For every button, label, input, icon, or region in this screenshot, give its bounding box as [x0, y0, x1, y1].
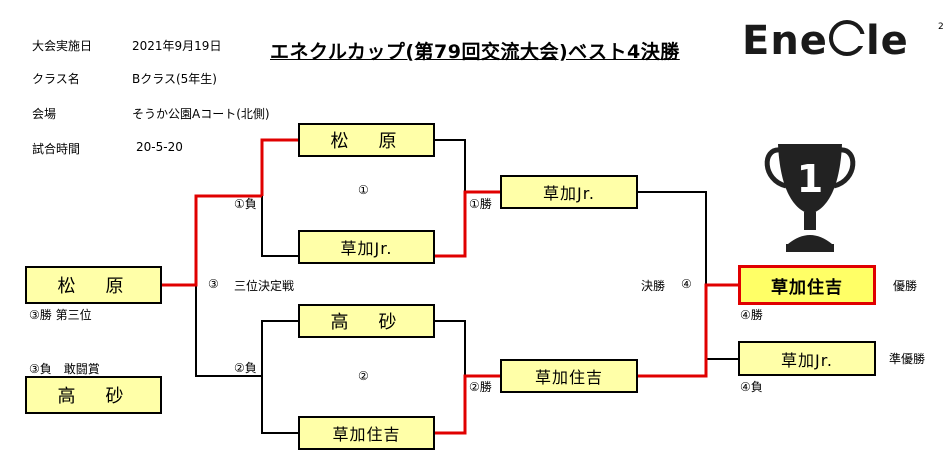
team-box-third-winner: 松 原 [25, 266, 162, 304]
team-box-third-loser: 高 砂 [25, 376, 162, 414]
m2-left-bracket-black [261, 320, 298, 434]
logo-text-start: Ene [742, 18, 828, 64]
team-box-sf2-winner: 草加住吉 [500, 359, 638, 393]
runner-up-title: 準優勝 [889, 352, 926, 366]
team-box-sf2-bottom: 草加住吉 [298, 416, 435, 450]
event-date-value: 2021年9月19日 [132, 39, 222, 53]
final-win-label: ④勝 [740, 308, 763, 322]
final-title: 決勝 [641, 279, 666, 293]
m1-left-bracket-black [261, 139, 298, 257]
match2-lose-label: ②負 [234, 361, 257, 375]
m1-winner-line [435, 190, 500, 258]
class-value: Bクラス(5年生) [132, 72, 217, 86]
event-date-label: 大会実施日 [32, 39, 93, 53]
page-title: エネクルカップ(第79回交流大会)ベスト4決勝 [270, 41, 680, 63]
trophy-number: 1 [797, 157, 823, 201]
match1-lose-label: ①負 [234, 197, 257, 211]
third-winner-line [162, 194, 262, 287]
champion-title: 優勝 [893, 279, 918, 293]
match1-number: ① [358, 183, 369, 197]
third-place-number: ③ [208, 277, 219, 291]
class-label: クラス名 [32, 72, 80, 86]
team-box-sf1-top: 松 原 [298, 123, 435, 157]
team-box-champion: 草加住吉 [738, 265, 876, 305]
match-time-label: 試合時間 [32, 142, 81, 156]
third-place-title: 三位決定戦 [234, 279, 295, 293]
final-winner-line [638, 283, 738, 378]
team-box-runner-up: 草加Jr. [738, 341, 876, 376]
page-corner-number: 2 [938, 22, 944, 32]
final-lose-label: ④負 [740, 380, 763, 394]
logo-text-end: le [865, 18, 909, 64]
venue-value: そうか公園Aコート(北側) [132, 107, 270, 121]
m1-win-line-top [260, 138, 298, 196]
final-number: ④ [681, 277, 692, 291]
m2-right-bracket-black [435, 320, 466, 434]
third-loser-label: ③負 敢闘賞 [29, 362, 100, 376]
trophy-icon: 1 [764, 144, 856, 252]
match2-number: ② [358, 369, 369, 383]
venue-label: 会場 [32, 107, 57, 121]
team-box-sf2-top: 高 砂 [298, 304, 435, 338]
match2-win-label: ②勝 [469, 380, 492, 394]
team-box-sf1-bottom: 草加Jr. [298, 230, 435, 264]
m1-right-bracket [435, 139, 466, 257]
third-winner-label: ③勝 第三位 [29, 308, 92, 322]
match-time-value: 20-5-20 [136, 140, 183, 154]
match1-win-label: ①勝 [469, 197, 492, 211]
logo-ring-icon [828, 20, 866, 56]
team-box-sf1-winner: 草加Jr. [500, 175, 638, 209]
